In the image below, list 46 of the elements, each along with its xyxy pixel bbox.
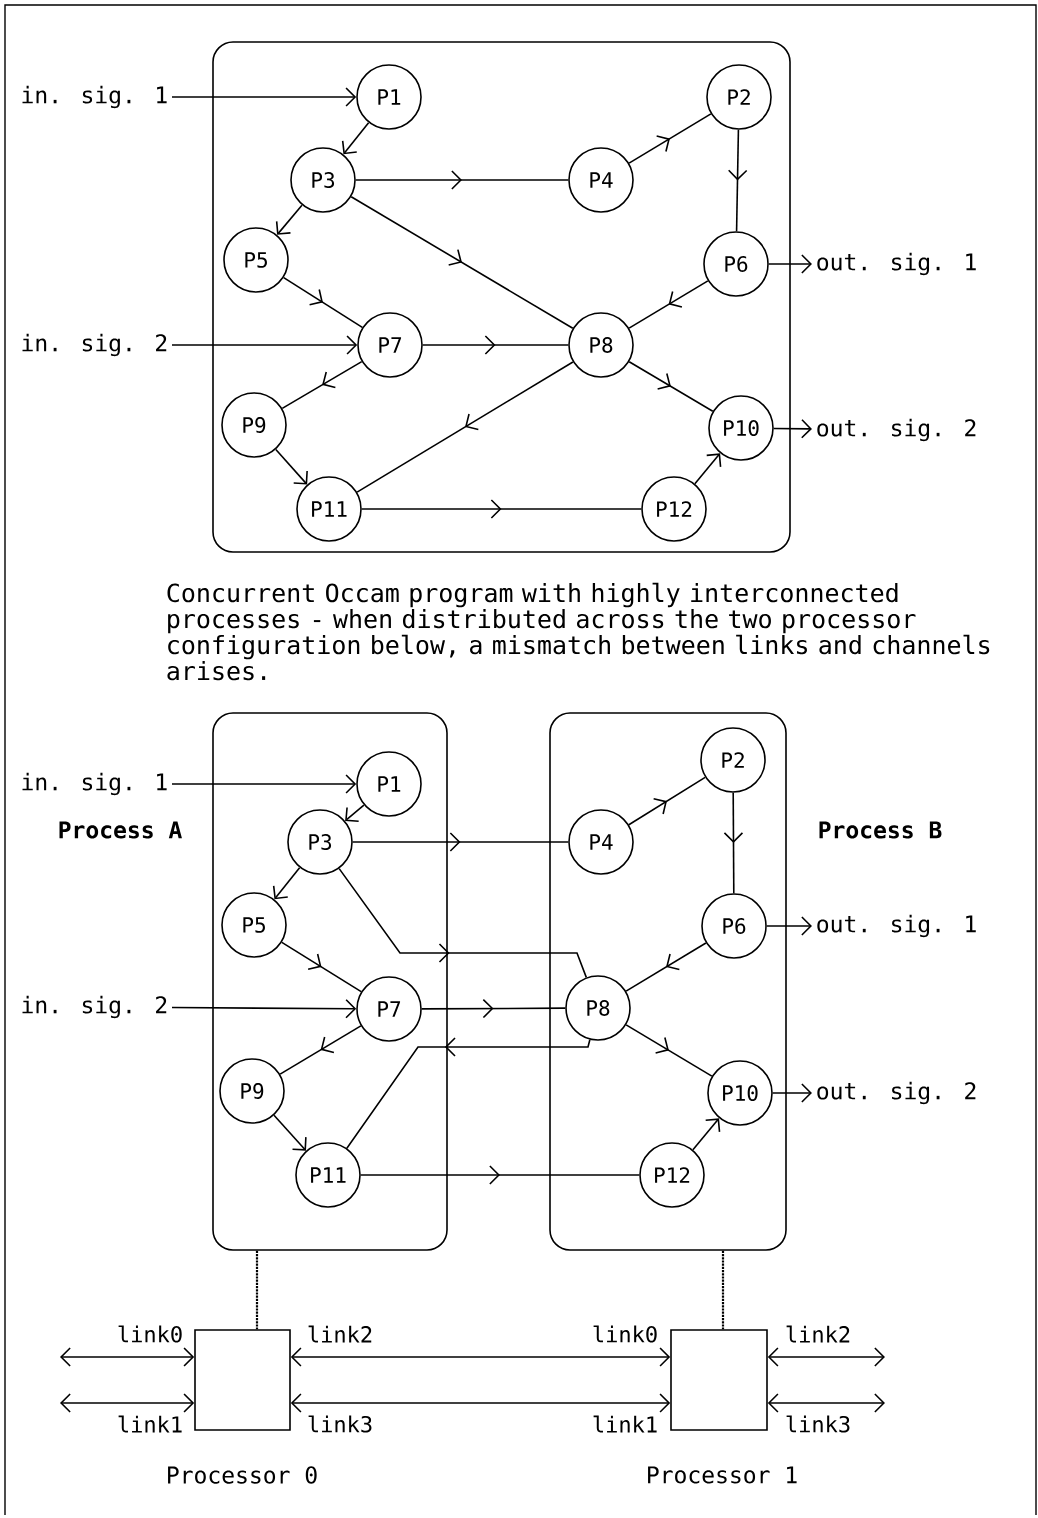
link-label: link1 — [118, 1415, 182, 1433]
link-arrow — [767, 1393, 885, 1413]
link-label: link3 — [308, 1415, 372, 1433]
arrow — [766, 916, 812, 936]
arrow — [772, 1083, 812, 1103]
link-arrow — [290, 1393, 671, 1413]
arrow — [171, 998, 357, 1019]
signal-label: out. sig. 1 — [817, 252, 976, 276]
signal-label: in. sig. 2 — [22, 333, 167, 357]
processor-name: Processor 1 — [648, 1466, 797, 1484]
link-label: link0 — [118, 1325, 182, 1343]
processor-name: Processor 0 — [168, 1466, 317, 1484]
signal-label: in. sig. 2 — [22, 995, 167, 1019]
arrow — [768, 254, 812, 274]
signal-label: out. sig. 1 — [817, 914, 976, 938]
link-label: link2 — [308, 1325, 372, 1343]
arrow — [275, 448, 308, 485]
link-arrow — [60, 1393, 195, 1413]
link-label: link0 — [593, 1325, 657, 1343]
signal-label: in. sig. 1 — [22, 772, 167, 796]
link-label: link1 — [593, 1415, 657, 1433]
signal-label: in. sig. 1 — [22, 85, 167, 109]
arrow — [275, 204, 303, 235]
arrow — [341, 121, 370, 155]
arrow — [273, 1114, 307, 1151]
dotted-line — [721, 1250, 725, 1330]
region-heading: Process B — [819, 821, 942, 839]
arrow — [694, 453, 722, 485]
region-heading: Process A — [59, 821, 182, 839]
signal-label: out. sig. 2 — [817, 1081, 976, 1105]
arrow — [171, 335, 358, 355]
link-arrow — [767, 1347, 885, 1367]
link-label: link3 — [786, 1415, 850, 1433]
caption: Concurrent Occam program with highly interconnected processes - when distributed across the two processor configuration below, a mismatch between links and channels arises. — [167, 582, 990, 681]
arrow — [171, 774, 357, 794]
arrow — [692, 1118, 721, 1151]
dotted-line — [255, 1250, 259, 1330]
program-box — [212, 41, 791, 553]
arrow — [773, 419, 812, 439]
arrow — [345, 804, 365, 823]
arrow — [272, 866, 301, 900]
link-arrow — [60, 1347, 195, 1367]
link-arrow — [290, 1347, 671, 1367]
arrow — [171, 87, 357, 107]
link-label: link2 — [786, 1325, 850, 1343]
signal-label: out. sig. 2 — [817, 418, 976, 442]
